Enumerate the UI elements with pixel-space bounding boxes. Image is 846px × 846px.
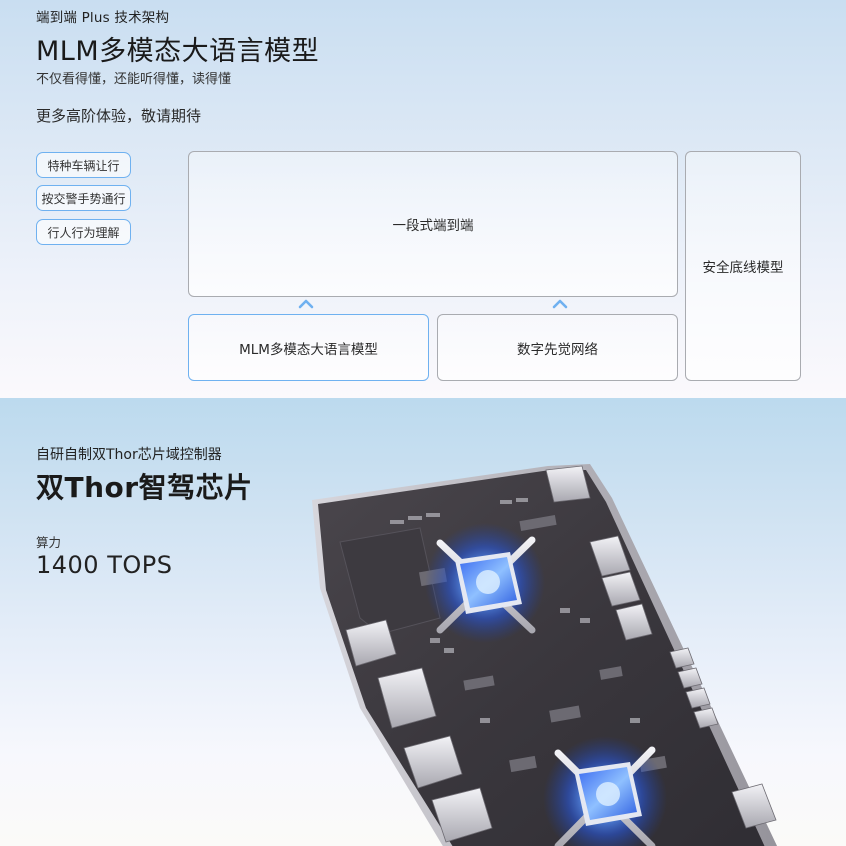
diagram-box-label: MLM多模态大语言模型 xyxy=(239,341,378,358)
chevron-up-icon xyxy=(298,299,314,309)
diagram-box-label: 一段式端到端 xyxy=(392,218,474,234)
tag-traffic-police-gesture[interactable]: 按交警手势通行 xyxy=(36,185,131,211)
architecture-title: MLM多模态大语言模型 xyxy=(36,36,320,67)
diagram-box-safety-baseline: 安全底线模型 xyxy=(685,151,801,381)
tag-special-vehicle-yield[interactable]: 特种车辆让行 xyxy=(36,152,131,178)
chip-eyebrow: 自研自制双Thor芯片域控制器 xyxy=(36,447,222,463)
chip-title: 双Thor智驾芯片 xyxy=(36,471,253,504)
diagram-box-one-stage-e2e: 一段式端到端 xyxy=(188,151,678,297)
diagram-box-digital-prescient-network: 数字先觉网络 xyxy=(437,314,678,381)
diagram-box-label: 安全底线模型 xyxy=(702,260,784,276)
architecture-subtitle: 不仅看得懂，还能听得懂，读得懂 xyxy=(36,72,232,87)
chip-section: 自研自制双Thor芯片域控制器 双Thor智驾芯片 算力 1400 TOPS xyxy=(0,398,846,846)
compute-value: 1400 TOPS xyxy=(36,551,173,579)
circuit-board-image xyxy=(312,464,778,846)
architecture-section: 端到端 Plus 技术架构 MLM多模态大语言模型 不仅看得懂，还能听得懂，读得… xyxy=(0,0,846,398)
compute-label: 算力 xyxy=(36,535,62,550)
architecture-eyebrow: 端到端 Plus 技术架构 xyxy=(36,10,170,26)
tag-pedestrian-behavior[interactable]: 行人行为理解 xyxy=(36,219,131,245)
coming-soon-text: 更多高阶体验，敬请期待 xyxy=(36,107,202,125)
chevron-up-icon xyxy=(552,299,568,309)
diagram-box-label: 数字先觉网络 xyxy=(517,341,598,358)
diagram-box-mlm: MLM多模态大语言模型 xyxy=(188,314,429,381)
